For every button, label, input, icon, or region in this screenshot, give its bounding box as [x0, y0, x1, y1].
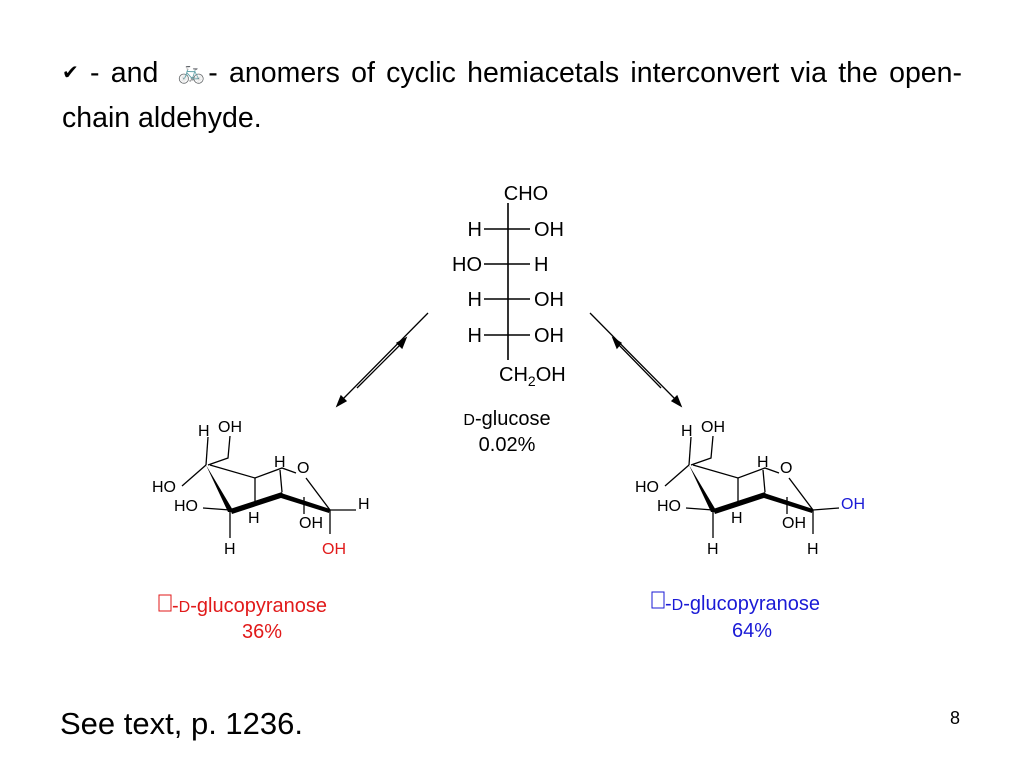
arrow-left-forward-head — [335, 394, 348, 408]
fischer-c3-left: HO — [452, 254, 482, 276]
alpha-c6-h: H — [198, 423, 210, 440]
fischer-projection: CHO H OH HO H H OH H OH CH2OH D-glucose … — [452, 183, 566, 456]
alpha-caption-prefix: - — [172, 595, 179, 617]
beta-caption: -D-glucopyranose 64% — [651, 591, 820, 642]
alpha-c5-h: H — [274, 454, 286, 471]
beta-c4-h: H — [707, 541, 719, 558]
alpha-caption-d: D — [179, 599, 191, 616]
page-number: 8 — [950, 708, 961, 728]
footer-reference: See text, p. 1236. — [60, 706, 304, 741]
beta-percent: 64% — [732, 620, 772, 642]
alpha-c1-h: H — [358, 496, 370, 513]
beta-c2-oh: OH — [782, 515, 806, 532]
fischer-c4-right: OH — [534, 289, 564, 311]
alpha-percent: 36% — [242, 621, 282, 643]
equilibrium-arrow-left — [335, 312, 429, 408]
slide-heading: ✔ - and 🚲- anomers of cyclic hemiacetals… — [62, 52, 962, 139]
beta-c6-h: H — [681, 423, 693, 440]
alpha-c4-h: H — [224, 541, 236, 558]
beta-missing-glyph-box — [651, 591, 665, 609]
heading-text-part-2: - anomers of cyclic hemiacetals intercon… — [62, 57, 962, 134]
beta-bicycle-icon: 🚲 — [177, 60, 209, 85]
alpha-ring-o: O — [297, 460, 309, 477]
alpha-caption-name: -D-glucopyranose — [172, 595, 327, 617]
fischer-subscript-2: 2 — [528, 373, 536, 389]
alpha-checkmark-icon: ✔ — [62, 60, 79, 84]
alpha-c4-ho: HO — [152, 479, 176, 496]
fischer-c3-right: H — [534, 254, 548, 276]
beta-c4-ho: HO — [635, 479, 659, 496]
fischer-ch: CH — [499, 364, 528, 386]
glucose-name: D-glucose — [463, 408, 550, 430]
alpha-caption: -D-glucopyranose 36% — [158, 594, 327, 643]
beta-c6-oh: OH — [701, 419, 725, 436]
fischer-ch2oh: CH2OH — [499, 364, 566, 389]
arrow-right-forward-head — [670, 394, 683, 408]
alpha-caption-rest: -glucopyranose — [190, 595, 327, 617]
arrow-left-forward-line — [340, 312, 429, 402]
alpha-c1-oh: OH — [322, 541, 346, 558]
beta-caption-name: -D-glucopyranose — [665, 593, 820, 615]
fischer-cho: CHO — [504, 183, 548, 205]
fischer-oh: OH — [536, 364, 566, 386]
alpha-c3-h: H — [248, 510, 260, 527]
fischer-c2-left: H — [468, 219, 482, 241]
equilibrium-arrow-right — [589, 312, 683, 408]
glucose-percent: 0.02% — [479, 434, 536, 456]
beta-ring-o: O — [780, 460, 792, 477]
arrow-left-reverse-line — [356, 342, 403, 389]
beta-c3-h: H — [731, 510, 743, 527]
arrow-right-reverse-line — [616, 342, 662, 389]
alpha-missing-glyph-box — [158, 594, 172, 612]
glucose-d-prefix: D — [463, 412, 475, 429]
glucose-name-rest: -glucose — [475, 408, 551, 430]
beta-c3-ho: HO — [657, 498, 681, 515]
alpha-glucopyranose-structure: H OH H O HO HO H OH H H OH — [152, 419, 370, 558]
beta-c1-oh: OH — [841, 496, 865, 513]
fischer-c5-right: OH — [534, 325, 564, 347]
beta-c1-h: H — [807, 541, 819, 558]
alpha-c6-oh: OH — [218, 419, 242, 436]
heading-text-part-1: - and — [90, 57, 159, 89]
beta-c5-h: H — [757, 454, 769, 471]
fischer-c2-right: OH — [534, 219, 564, 241]
beta-caption-rest: -glucopyranose — [683, 593, 820, 615]
beta-caption-prefix: - — [665, 593, 672, 615]
fischer-c4-left: H — [468, 289, 482, 311]
arrow-left-reverse-head — [395, 336, 408, 350]
alpha-c2-oh: OH — [299, 515, 323, 532]
alpha-c3-ho: HO — [174, 498, 198, 515]
fischer-c5-left: H — [468, 325, 482, 347]
arrow-right-forward-line — [589, 312, 678, 402]
beta-glucopyranose-structure: H OH H O HO HO H OH OH H H — [635, 419, 865, 558]
beta-caption-d: D — [672, 597, 684, 614]
arrow-right-reverse-head — [611, 336, 622, 350]
